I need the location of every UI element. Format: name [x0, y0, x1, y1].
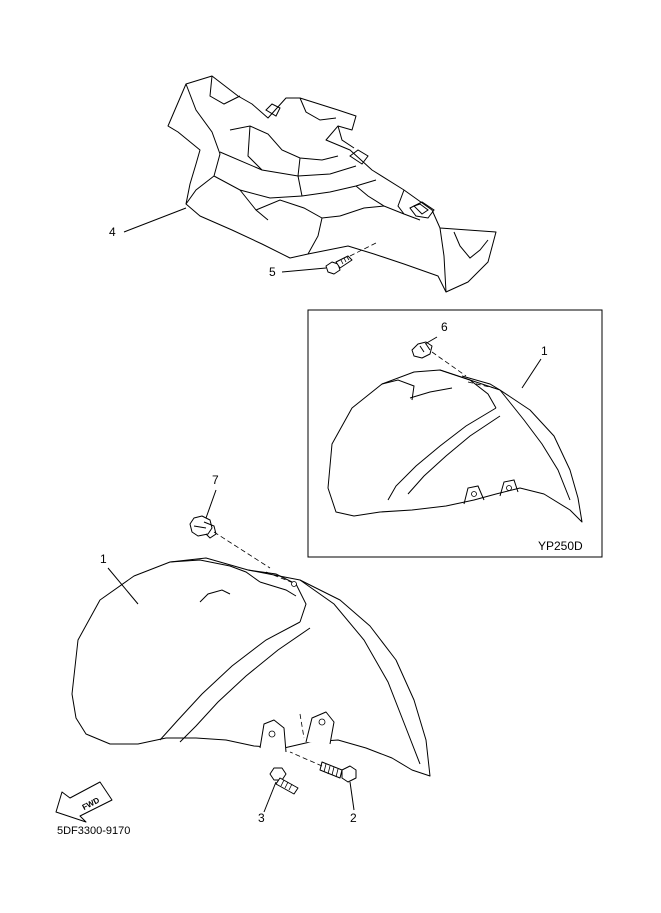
bolt-part-5 — [325, 255, 353, 275]
callout-part-1-inset: 1 — [541, 344, 548, 358]
front-fender-part-1 — [71, 557, 431, 777]
callout-part-2: 2 — [350, 811, 357, 825]
callout-part-5: 5 — [269, 265, 276, 279]
leader-part-1-inset — [521, 358, 542, 389]
dash-line-part-5 — [349, 241, 379, 257]
leader-part-3 — [263, 781, 277, 813]
leader-part-2 — [349, 781, 355, 811]
inset-model-label: YP250D — [538, 539, 583, 553]
dash-line-part-2 — [289, 751, 323, 767]
clip-part-6 — [411, 341, 433, 359]
leader-part-1-main — [107, 567, 139, 605]
grommet-part-7 — [189, 515, 217, 539]
diagram-code: 5DF3300-9170 — [57, 825, 131, 837]
dash-line-part-6 — [431, 351, 467, 377]
callout-part-1-main: 1 — [100, 552, 107, 566]
bolt-part-2 — [319, 761, 357, 783]
dash-line-part-7 — [213, 531, 271, 569]
inset-front-fender-part-1 — [327, 369, 583, 523]
inner-panel-part-4 — [167, 75, 497, 293]
callout-part-6: 6 — [441, 320, 448, 334]
callout-part-3: 3 — [258, 811, 265, 825]
leader-part-7 — [205, 489, 217, 519]
callout-part-7: 7 — [212, 473, 219, 487]
leader-part-4 — [123, 207, 187, 233]
fwd-arrow-icon — [55, 781, 113, 823]
bolt-part-3 — [269, 767, 299, 795]
leader-part-6 — [424, 336, 438, 345]
inset-frame — [307, 309, 603, 558]
callout-part-4: 4 — [109, 225, 116, 239]
leader-part-5 — [281, 267, 327, 273]
